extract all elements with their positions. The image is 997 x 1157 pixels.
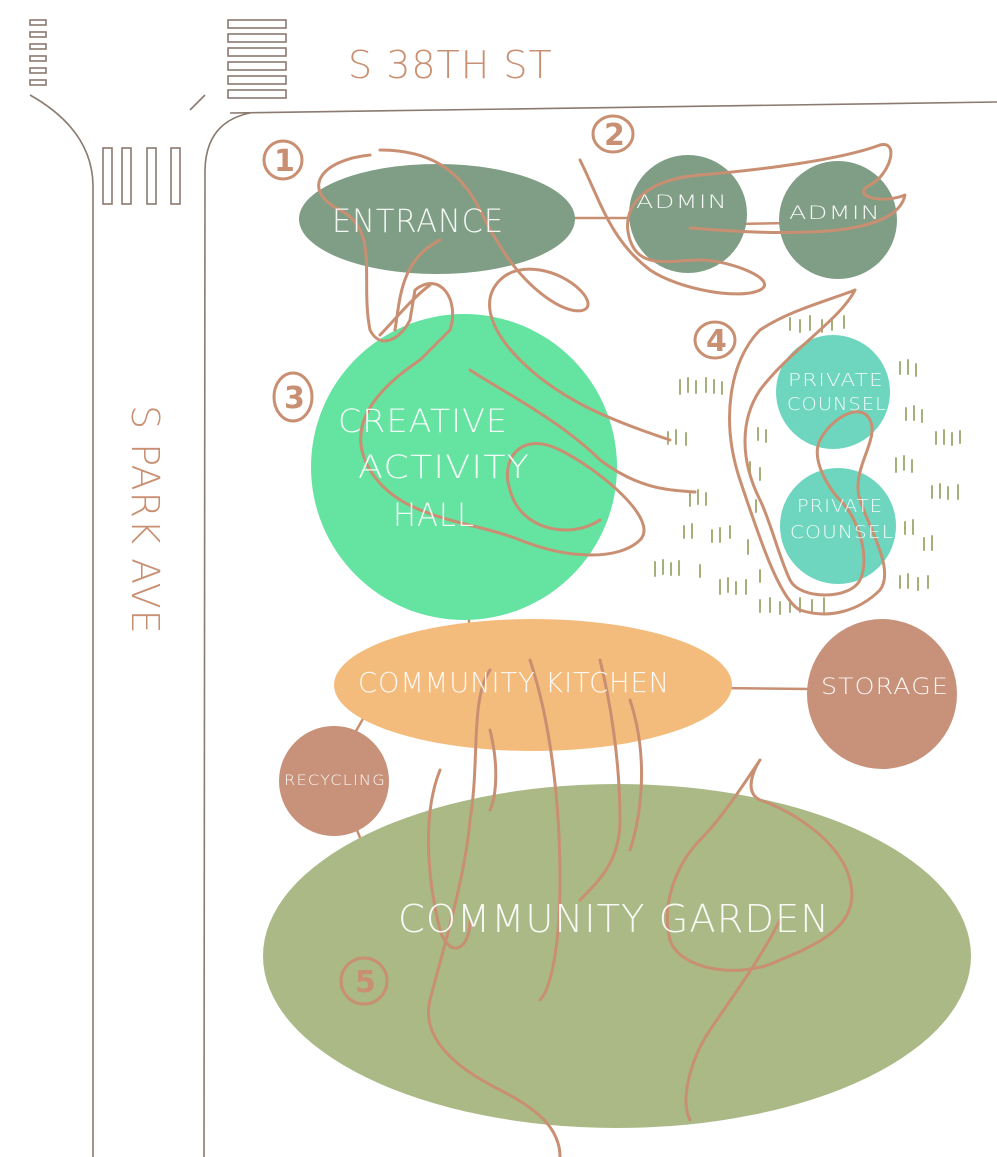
label-hall-line-2: ACTIVITY: [358, 448, 530, 486]
site-corner-curve: [204, 112, 251, 171]
zone-entrance: [299, 164, 575, 274]
svg-text:5: 5: [355, 965, 377, 1000]
svg-text:4: 4: [706, 324, 728, 359]
road-west-curve: [29, 94, 94, 1157]
label-garden: COMMUNITY GARDEN: [398, 897, 830, 941]
label-recycling: RECYCLING: [284, 773, 386, 789]
label-entrance: ENTRANCE: [332, 202, 504, 240]
label-admin-2: ADMIN: [789, 202, 881, 224]
circulation-paths: [317, 143, 907, 1157]
label-counsel-1-line-2: COUNSEL: [787, 394, 887, 415]
label-admin-1: ADMIN: [636, 191, 728, 213]
svg-text:1: 1: [274, 144, 296, 179]
svg-text:2: 2: [604, 118, 626, 153]
street-label-north: S 38TH ST: [348, 43, 553, 87]
site-boundaries: [29, 94, 997, 1157]
zone-community-garden: [263, 784, 971, 1128]
grass-hatching: [654, 315, 961, 615]
street-label-west: S PARK AVE: [123, 405, 167, 635]
road-top-left-stub: [189, 94, 206, 111]
label-storage: STORAGE: [821, 675, 949, 700]
label-hall-line-3: HALL: [393, 496, 475, 534]
label-counsel-1-line-1: PRIVATE: [788, 370, 884, 391]
marker-3: 3: [272, 371, 314, 423]
marker-2: 2: [591, 114, 635, 154]
label-counsel-2-line-1: PRIVATE: [797, 496, 883, 517]
label-counsel-2-line-2: COUNSEL: [790, 522, 894, 543]
crosswalk-left: [29, 19, 47, 86]
marker-5: 5: [339, 956, 389, 1006]
crosswalk-middle: [102, 147, 181, 205]
label-kitchen: COMMUNITY KITCHEN: [358, 666, 670, 699]
zone-admin-2: [779, 161, 897, 279]
zone-community-kitchen: [334, 619, 732, 751]
marker-4: 4: [693, 320, 737, 360]
crosswalk-top: [227, 19, 287, 99]
zone-private-counsel-2: [780, 468, 896, 584]
site-edge-west: [203, 169, 206, 1157]
zone-private-counsel-1: [776, 335, 890, 449]
marker-1: 1: [262, 139, 304, 181]
zone-recycling: [279, 726, 389, 836]
site-edge-north: [229, 101, 997, 114]
svg-text:3: 3: [284, 381, 306, 416]
zone-creative-activity-hall: [311, 314, 617, 620]
zone-storage: [807, 619, 957, 769]
label-hall-line-1: CREATIVE: [338, 402, 508, 440]
